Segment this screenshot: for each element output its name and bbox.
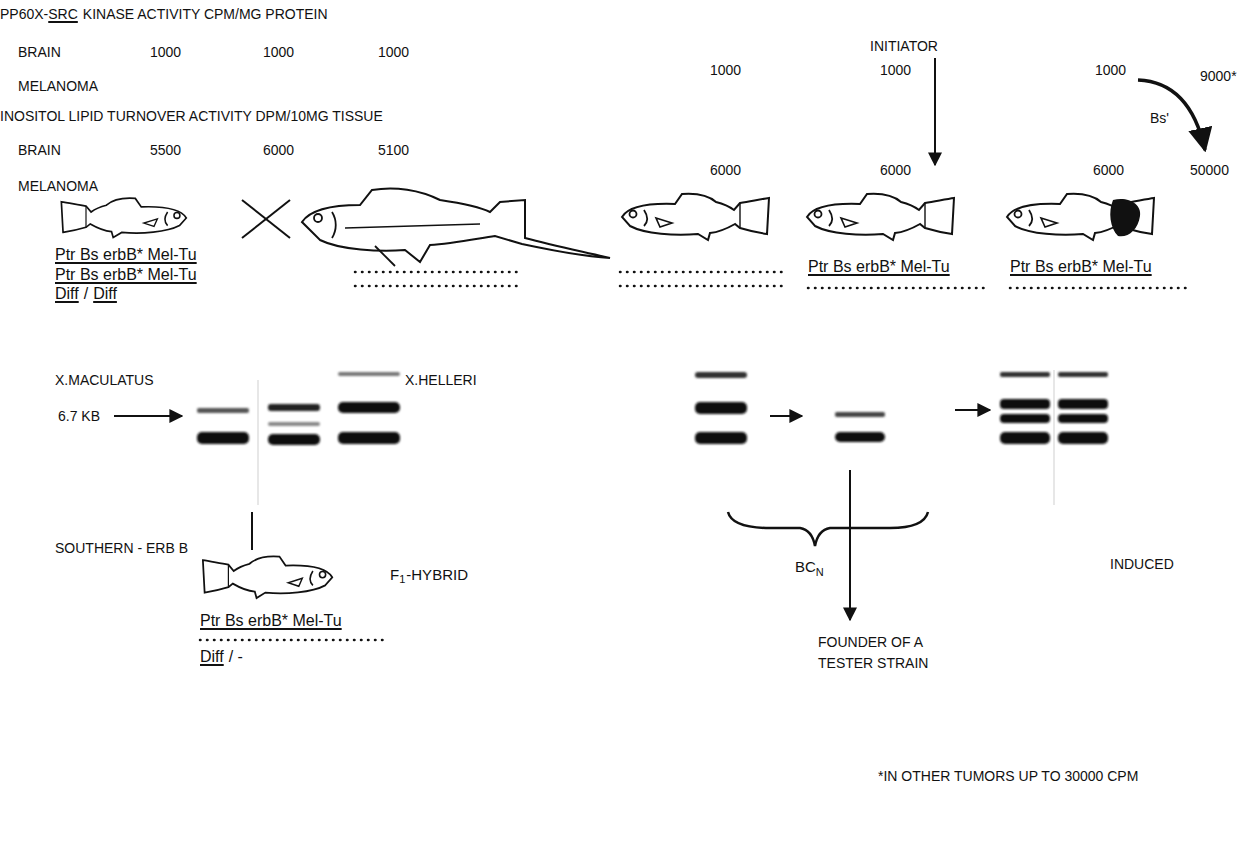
generation-label: BC — [795, 558, 816, 575]
dotted-chromosome — [200, 272, 1192, 640]
cross-symbol — [242, 200, 290, 238]
axis-title: PP60X- — [0, 6, 48, 22]
row-label: MELANOMA — [18, 78, 98, 94]
size-marker: 6.7 KB — [58, 408, 100, 424]
hybrid-fish — [807, 194, 954, 240]
value-cell: 1000 — [710, 62, 741, 78]
platyfish — [61, 198, 186, 237]
value-cell: 5500 — [150, 142, 181, 158]
brace — [728, 512, 928, 546]
genotype-label: Ptr Bs erbB* Mel-Tu — [55, 266, 197, 284]
f1-fish — [203, 556, 332, 598]
hybrid-fish — [622, 194, 769, 240]
generation-label: F — [390, 566, 399, 583]
note-label: FOUNDER OF A TESTER STRAIN — [818, 632, 948, 674]
lane-line — [258, 380, 259, 505]
hybrid-fish — [1007, 194, 1154, 240]
value-cell: 6000 — [880, 162, 911, 178]
method-label: SOUTHERN - ERB B — [55, 540, 188, 556]
genotype-label: Diff — [200, 648, 224, 666]
value-cell: 5100 — [378, 142, 409, 158]
note-label: INDUCED — [1110, 556, 1174, 572]
axis-title: INOSITOL LIPID TURNOVER ACTIVITY DPM/10M… — [0, 108, 383, 124]
swordtail — [302, 188, 610, 266]
cross-symbol — [242, 200, 290, 238]
value-cell: 6000 — [263, 142, 294, 158]
note-label: INITIATOR — [870, 38, 938, 54]
row-label: BRAIN — [18, 44, 61, 60]
generation-label: 1 — [399, 573, 405, 586]
lineage-line — [251, 512, 253, 550]
genotype-label: / - — [229, 648, 243, 666]
genotype-label: Ptr Bs erbB* Mel-Tu — [1010, 258, 1152, 276]
founder-arrow — [849, 470, 851, 620]
genotype-label: Ptr Bs erbB* Mel-Tu — [55, 246, 197, 264]
footnote: *IN OTHER TUMORS UP TO 30000 CPM — [878, 768, 1138, 784]
genotype-label: Ptr Bs erbB* Mel-Tu — [200, 612, 342, 630]
axis-title: SRC — [48, 6, 78, 22]
genotype-label: / — [84, 285, 88, 303]
genotype-label: Diff — [93, 285, 117, 303]
value-cell: 6000 — [1093, 162, 1124, 178]
gene-label: Bs' — [1150, 110, 1169, 126]
band-arrow — [770, 415, 802, 417]
species-label: X.HELLERI — [405, 372, 477, 388]
value-cell: 1000 — [880, 62, 911, 78]
value-cell: 6000 — [710, 162, 741, 178]
induction-arrow — [1138, 80, 1205, 150]
generation-label: -HYBRID — [406, 566, 468, 583]
band-arrow — [955, 409, 990, 411]
melanoma — [1110, 199, 1140, 236]
species-label: X.MACULATUS — [55, 372, 154, 388]
initiator-arrow — [934, 58, 936, 165]
generation-label: N — [816, 566, 824, 579]
row-label: MELANOMA — [18, 178, 98, 194]
value-cell: 1000 — [150, 44, 181, 60]
genotype-label: Diff — [55, 285, 79, 303]
band-arrow — [114, 415, 182, 417]
row-label: BRAIN — [18, 142, 61, 158]
value-cell: 50000 — [1190, 162, 1229, 178]
axis-title: KINASE ACTIVITY CPM/MG PROTEIN — [83, 6, 328, 22]
value-cell: 9000* — [1200, 68, 1237, 84]
value-cell: 1000 — [263, 44, 294, 60]
genotype-label: Ptr Bs erbB* Mel-Tu — [808, 258, 950, 276]
blot-bands — [197, 372, 1108, 445]
value-cell: 1000 — [1095, 62, 1126, 78]
lane-line — [1054, 370, 1055, 505]
value-cell: 1000 — [378, 44, 409, 60]
